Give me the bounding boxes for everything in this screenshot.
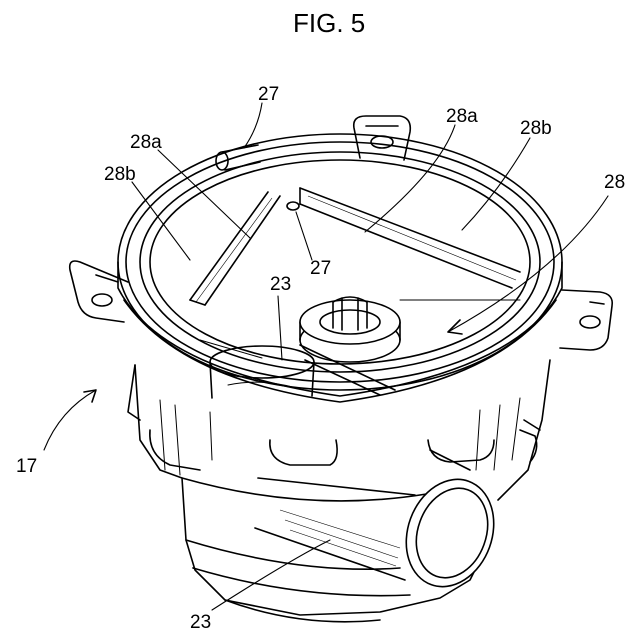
ref-label-27-lower: 27 xyxy=(310,258,331,279)
ref-label-23-lower: 23 xyxy=(190,612,211,633)
ref-label-28a-right: 28a xyxy=(446,106,478,127)
ref-label-28b-right: 28b xyxy=(520,118,552,139)
figure-title: FIG. 5 xyxy=(293,8,365,38)
ref-label-17: 17 xyxy=(16,456,37,477)
ref-label-28b-left: 28b xyxy=(104,164,136,185)
ref-label-28a-left: 28a xyxy=(130,132,162,153)
outlet-pipe xyxy=(255,450,508,599)
ref-label-23-upper: 23 xyxy=(270,274,291,295)
housing-body xyxy=(128,360,550,622)
ref-label-27-upper: 27 xyxy=(258,84,279,105)
small-hole xyxy=(287,202,299,210)
ref-label-28: 28 xyxy=(604,172,625,193)
